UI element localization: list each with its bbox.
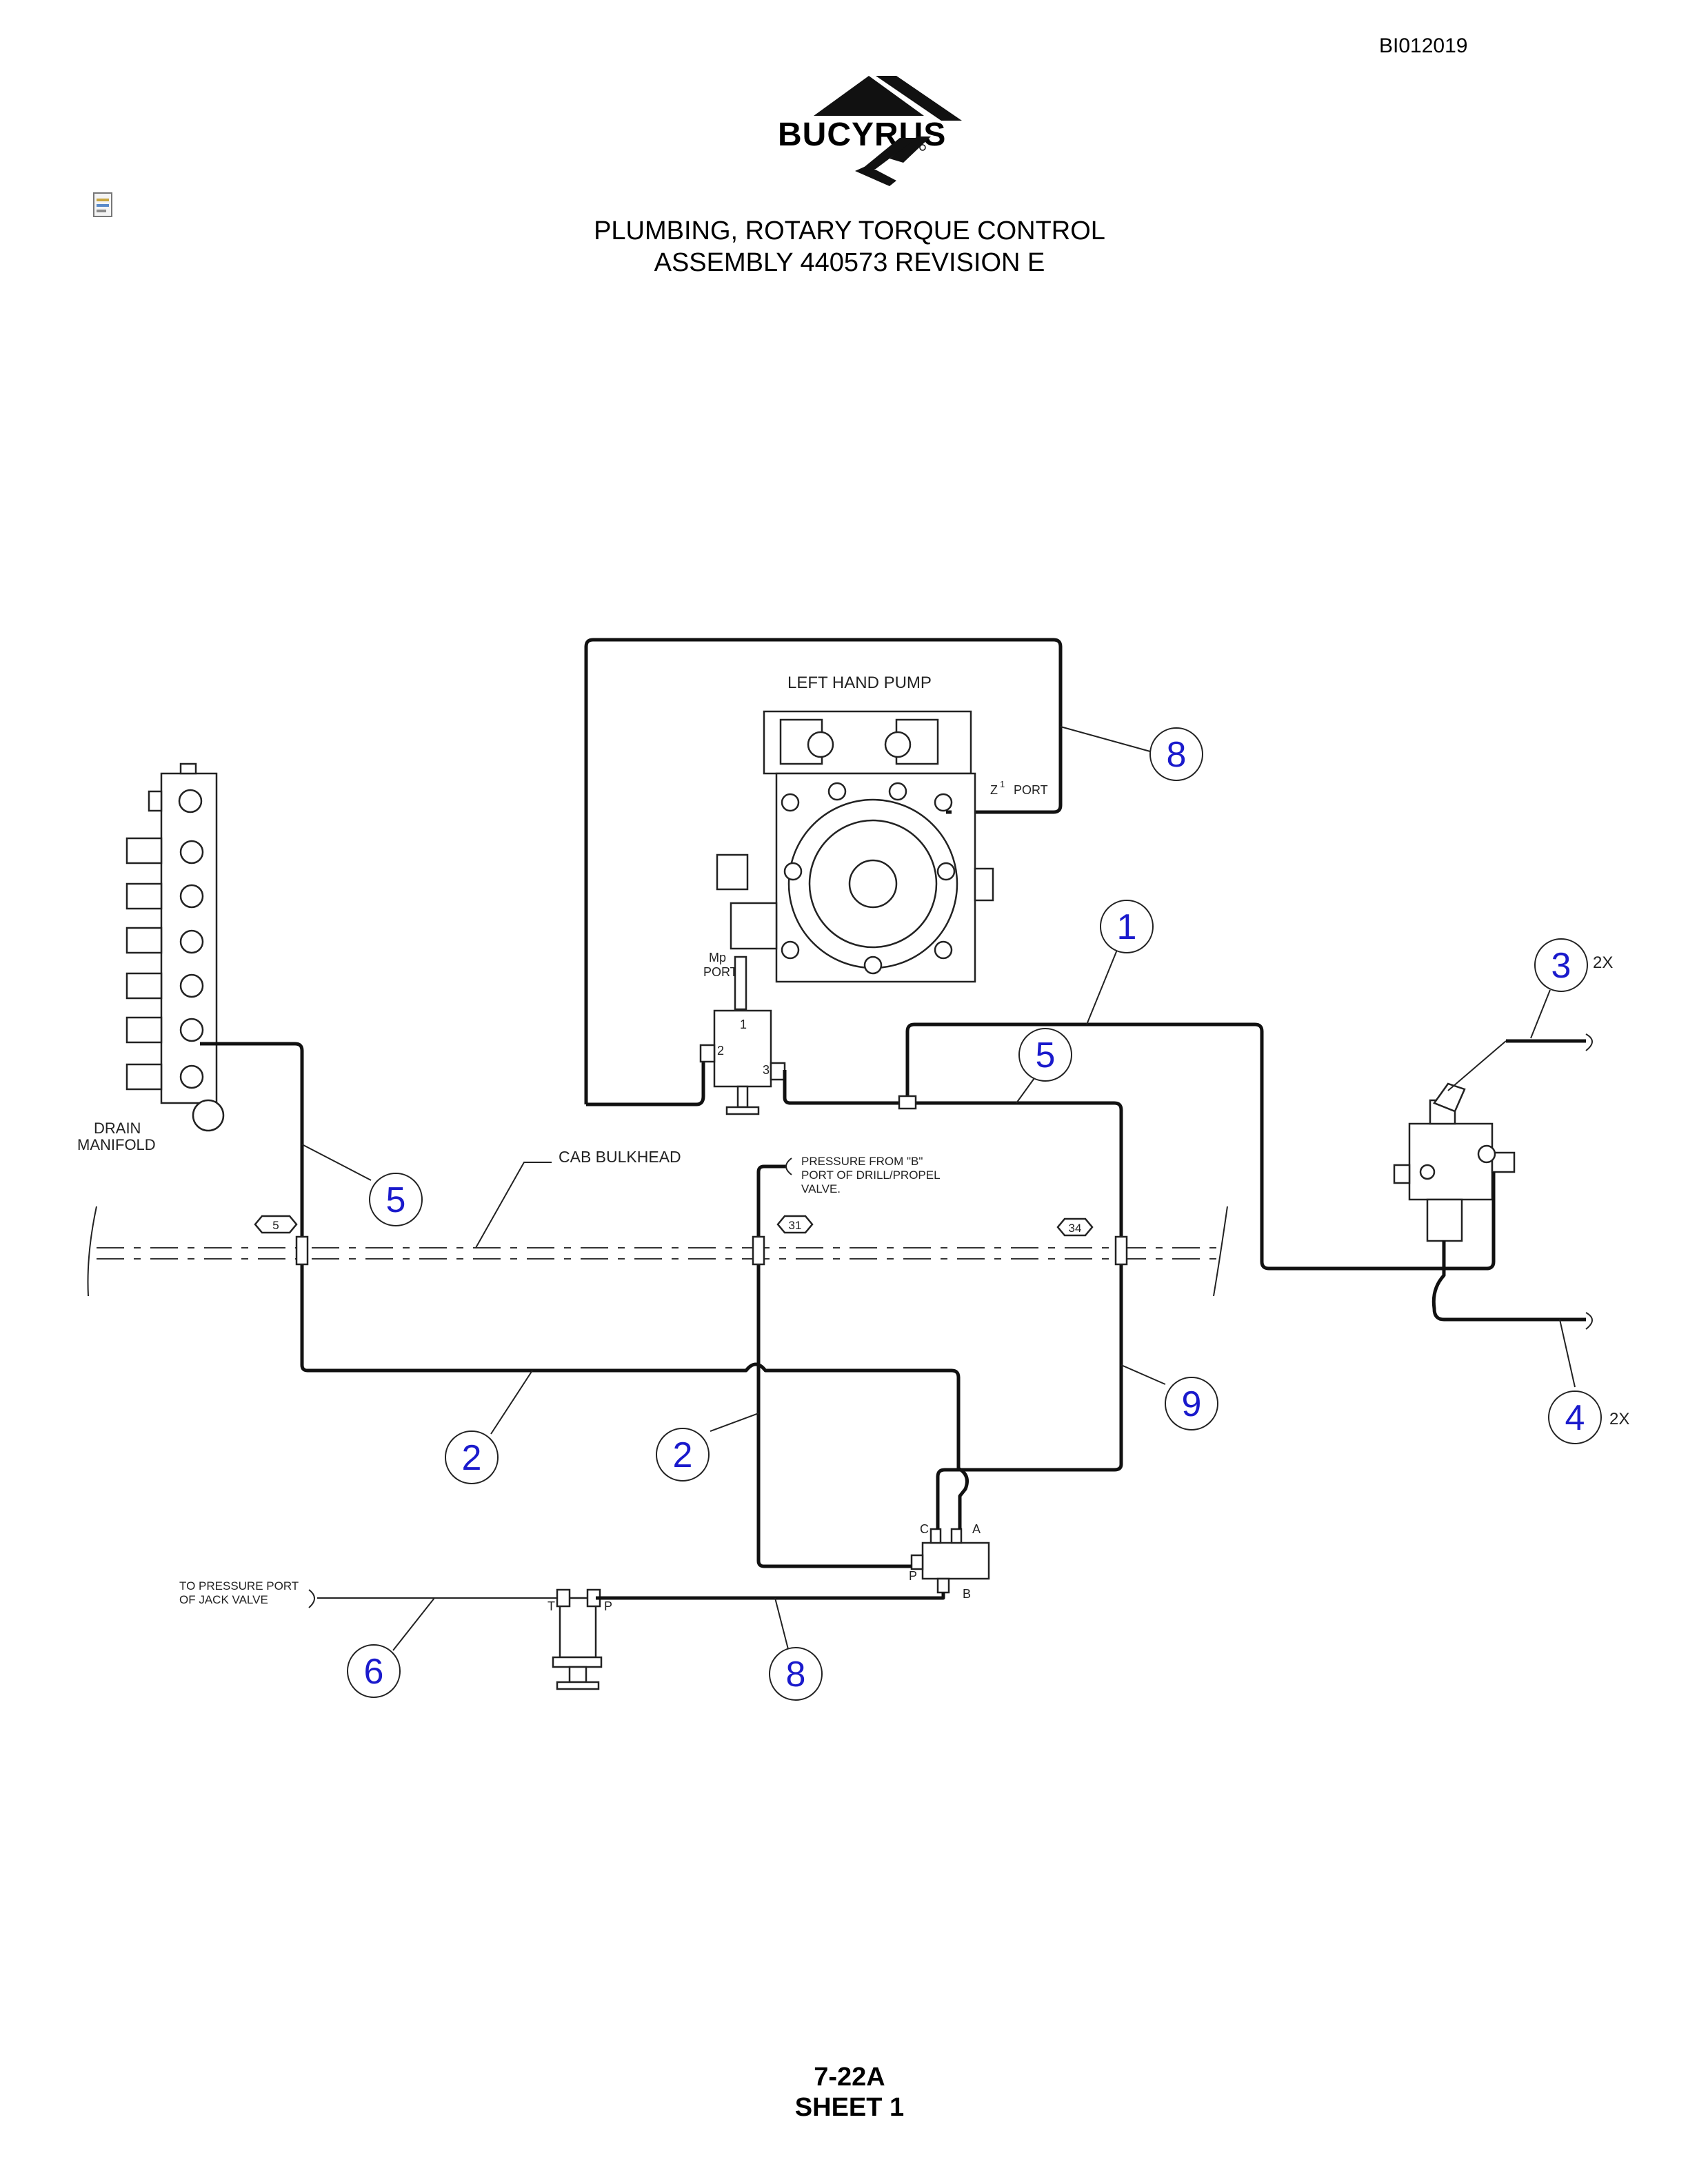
hose-4-line <box>1431 1241 1586 1322</box>
cab-bulkhead-label: CAB BULKHEAD <box>559 1148 681 1166</box>
svg-text:6: 6 <box>364 1652 384 1692</box>
jack-valve-note: TO PRESSURE PORT OF JACK VALVE <box>179 1579 299 1606</box>
svg-text:DRAIN: DRAIN <box>94 1120 141 1137</box>
svg-text:5: 5 <box>386 1180 406 1220</box>
bulkhead-tag-5: 5 <box>254 1215 298 1234</box>
balloon-5-mid: 5 <box>1018 1028 1072 1082</box>
leader-2-mid <box>710 1413 759 1432</box>
svg-text:2: 2 <box>462 1438 482 1478</box>
bulkhead-tag-34: 34 <box>1056 1217 1094 1237</box>
svg-text:8: 8 <box>1167 735 1187 775</box>
svg-text:A: A <box>972 1522 981 1536</box>
svg-text:1: 1 <box>1117 907 1137 947</box>
left-hand-pump: LEFT HAND PUMP Z 1 PORT Mp PORT <box>703 674 1048 1011</box>
hose-3-end <box>1585 1033 1593 1051</box>
svg-text:Mp: Mp <box>709 951 726 964</box>
leader-5-mid <box>1016 1078 1035 1104</box>
hose-5-return <box>783 1070 1123 1529</box>
hose-3-leader-line <box>1447 1040 1507 1091</box>
svg-text:PORT OF DRILL/PROPEL: PORT OF DRILL/PROPEL <box>801 1169 941 1182</box>
hose-8-jack <box>596 1593 945 1600</box>
svg-text:B: B <box>963 1587 971 1601</box>
hose-2-pressure <box>756 1164 912 1568</box>
balloon-6: 6 <box>347 1644 401 1698</box>
svg-text:MANIFOLD: MANIFOLD <box>77 1136 156 1153</box>
svg-text:C: C <box>920 1522 929 1536</box>
qty-note-3: 2X <box>1593 953 1613 972</box>
balloon-5-left: 5 <box>369 1173 423 1226</box>
leader-4 <box>1559 1319 1576 1388</box>
svg-text:2: 2 <box>673 1435 693 1475</box>
line-pump-to-valve <box>586 1052 705 1106</box>
svg-text:31: 31 <box>789 1219 802 1232</box>
hose-4-end <box>1585 1312 1593 1330</box>
document-id: BI012019 <box>1379 34 1468 57</box>
right-valve-block <box>1393 1082 1516 1242</box>
lower-control-valve: C A P B <box>909 1522 990 1601</box>
svg-text:3: 3 <box>763 1063 770 1077</box>
svg-text:P: P <box>909 1569 917 1583</box>
svg-text:VALVE.: VALVE. <box>801 1182 841 1195</box>
pressure-b-note: PRESSURE FROM "B" PORT OF DRILL/PROPEL V… <box>801 1155 941 1195</box>
balloon-8-bottom: 8 <box>769 1647 823 1701</box>
leader-8-top <box>1060 726 1151 752</box>
tee-fitting <box>898 1095 917 1110</box>
svg-text:5: 5 <box>272 1219 279 1232</box>
leader-3 <box>1530 989 1551 1039</box>
svg-text:TO PRESSURE PORT: TO PRESSURE PORT <box>179 1579 299 1593</box>
svg-text:2: 2 <box>717 1044 724 1058</box>
pressure-hose-end <box>785 1157 792 1175</box>
balloon-1: 1 <box>1100 900 1154 953</box>
cab-bulkhead-line <box>87 1162 1228 1297</box>
bulkhead-fitting-34 <box>1114 1235 1128 1266</box>
svg-text:8: 8 <box>786 1655 806 1695</box>
bulkhead-tag-31: 31 <box>776 1215 814 1234</box>
leader-2-left <box>490 1370 533 1435</box>
svg-text:34: 34 <box>1069 1222 1082 1235</box>
jack-hose-end <box>308 1589 315 1608</box>
qty-note-4: 2X <box>1609 1410 1629 1428</box>
leader-6 <box>392 1597 435 1651</box>
balloon-4: 4 <box>1548 1391 1602 1444</box>
leader-5-left <box>301 1144 372 1181</box>
balloon-9: 9 <box>1165 1377 1218 1430</box>
document-attachment-icon[interactable] <box>91 192 117 219</box>
bulkhead-fitting-5 <box>295 1235 309 1266</box>
svg-text:OF JACK VALVE: OF JACK VALVE <box>179 1593 268 1606</box>
balloon-8-top: 8 <box>1149 727 1203 781</box>
bulkhead-fitting-31 <box>752 1235 765 1266</box>
leader-8-bottom <box>774 1597 790 1652</box>
balloon-2-mid: 2 <box>656 1428 710 1482</box>
svg-text:P: P <box>604 1599 612 1613</box>
hose-1-supply <box>905 1022 1496 1271</box>
svg-text:T: T <box>547 1599 555 1613</box>
page-number: 7-22A <box>814 2063 885 2092</box>
svg-text:PORT: PORT <box>1014 783 1048 797</box>
svg-text:LEFT HAND PUMP: LEFT HAND PUMP <box>787 674 932 692</box>
svg-text:1: 1 <box>1000 779 1005 789</box>
bucyrus-logo-mark <box>814 76 962 186</box>
page-title-line-1: PLUMBING, ROTARY TORQUE CONTROL <box>594 216 1105 245</box>
svg-text:3: 3 <box>1551 946 1571 986</box>
svg-text:9: 9 <box>1182 1384 1202 1424</box>
svg-text:PRESSURE FROM "B": PRESSURE FROM "B" <box>801 1155 923 1168</box>
balloon-3: 3 <box>1534 938 1588 992</box>
svg-text:Z: Z <box>990 783 998 797</box>
page-title-line-2: ASSEMBLY 440573 REVISION E <box>654 248 1045 277</box>
svg-text:CAB BULKHEAD: CAB BULKHEAD <box>559 1148 681 1166</box>
svg-text:5: 5 <box>1036 1035 1056 1075</box>
balloon-2-left: 2 <box>445 1430 499 1484</box>
hose-5-drain <box>200 1042 969 1529</box>
sheet-number: SHEET 1 <box>794 2093 905 2122</box>
jack-valve-component: T P <box>547 1588 612 1690</box>
svg-text:1: 1 <box>740 1018 747 1031</box>
svg-text:4: 4 <box>1565 1398 1585 1438</box>
torque-control-valve: 1 2 3 <box>699 1009 786 1115</box>
svg-text:PORT: PORT <box>703 965 738 979</box>
drain-manifold: DRAIN MANIFOLD <box>77 762 225 1153</box>
leader-1 <box>1086 949 1118 1025</box>
pump-enclosure-line <box>584 638 1063 1104</box>
leader-9 <box>1121 1364 1166 1385</box>
